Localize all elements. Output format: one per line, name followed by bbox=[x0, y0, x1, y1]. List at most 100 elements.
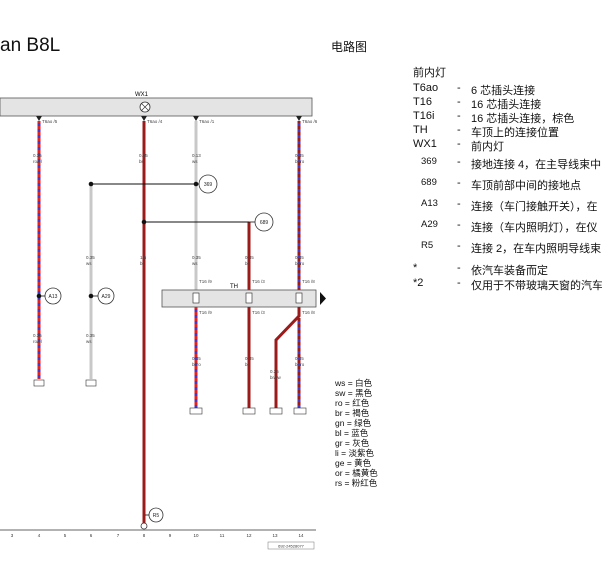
color-key-row: ge = 黄色 bbox=[335, 458, 372, 468]
pin-arrows bbox=[36, 116, 302, 121]
legend-row-star2: *2-仅用于不带玻璃天窗的汽车 bbox=[413, 277, 602, 292]
legend-row-369: 369-接地连接 4，在主导线束中 bbox=[421, 156, 602, 171]
legend-heading: 前内灯 bbox=[413, 67, 446, 79]
wire-color-label: br/ro bbox=[295, 159, 305, 164]
column-number: 8 bbox=[143, 533, 146, 538]
wire-size-label: 0.35 bbox=[295, 356, 304, 361]
page-title: an B8L bbox=[0, 35, 61, 56]
wire-col8 bbox=[142, 121, 146, 523]
junction-dot bbox=[88, 181, 94, 187]
color-key-row: gn = 绿色 bbox=[335, 418, 372, 428]
pin-label: T6ao /6 bbox=[302, 119, 318, 124]
pin-label: T16 /3 bbox=[252, 310, 265, 315]
junction-dot bbox=[141, 219, 147, 225]
lamp-cross-icon bbox=[141, 103, 149, 111]
wire-size-label: 0.35 bbox=[245, 356, 254, 361]
lower-wire-col14 bbox=[297, 318, 301, 408]
wire-color-label: ro/bl bbox=[33, 159, 42, 164]
wire-size-label: 0.35 bbox=[245, 255, 254, 260]
ref-label-a13: A13 bbox=[49, 294, 58, 300]
legend-row-T6ao: T6ao-6 芯插头连接 bbox=[413, 82, 536, 97]
ref-number: 692-24528077 bbox=[278, 544, 305, 549]
pin-label: T16 /3 bbox=[252, 279, 265, 284]
wire-size-label: 0.35 bbox=[192, 356, 201, 361]
ref-label-a29: A29 bbox=[102, 294, 111, 300]
color-key-row: ws = 白色 bbox=[335, 378, 373, 388]
column-number: 5 bbox=[64, 533, 67, 538]
column-number: 12 bbox=[246, 533, 252, 538]
wire-color-label: br bbox=[140, 261, 145, 266]
wire-col4 bbox=[37, 121, 41, 379]
wire-size-label: 1.5 bbox=[140, 255, 147, 260]
column-number: 10 bbox=[193, 533, 199, 538]
legend-row-A13: A13-连接（车门接触开关），在 bbox=[421, 198, 598, 213]
color-key-row: bl = 蓝色 bbox=[335, 428, 369, 438]
ref-circle-689 bbox=[254, 212, 274, 232]
column-number: 4 bbox=[38, 533, 41, 538]
th-pins bbox=[192, 292, 303, 304]
pin-label: T6ao /4 bbox=[147, 119, 163, 124]
wire-size-label: 0.13 bbox=[192, 153, 201, 158]
wire-size-label: 0.35 bbox=[295, 153, 304, 158]
legend-row-TH: TH-车顶上的连接位置 bbox=[413, 124, 559, 139]
wire-color-label: br bbox=[245, 261, 250, 266]
wire-col14 bbox=[297, 121, 301, 290]
wx1-component-box bbox=[0, 97, 313, 117]
wx1-label: WX1 bbox=[135, 92, 149, 98]
wire-color-label: br/sw bbox=[270, 375, 282, 380]
junction-dot bbox=[36, 293, 42, 299]
legend-row-T16i: T16i-16 芯插头连接，棕色 bbox=[413, 110, 575, 125]
wire-color-label: bl/ro bbox=[192, 362, 201, 367]
wire-color-label: br/ro bbox=[295, 362, 305, 367]
color-key-row: gr = 灰色 bbox=[335, 438, 370, 448]
column-number: 3 bbox=[11, 533, 14, 538]
pin-label: T16 /8 bbox=[302, 279, 315, 284]
wire-color-label: ws bbox=[86, 339, 92, 344]
color-key-row: sw = 黑色 bbox=[335, 388, 373, 398]
wire-size-label: 0.35 bbox=[270, 369, 279, 374]
pin-label: T16 /9 bbox=[199, 310, 212, 315]
ref-number-box bbox=[267, 541, 315, 550]
th-label: TH bbox=[230, 284, 238, 290]
legend-row-A29: A29-连接（车内照明灯），在仪 bbox=[421, 219, 598, 234]
lower-wire-col13 bbox=[274, 307, 301, 408]
column-number: 6 bbox=[90, 533, 93, 538]
wire-color-label: ro/bl bbox=[33, 339, 42, 344]
legend: 前内灯 T6ao-6 芯插头连接 T16-16 芯插头连接 T16i-16 芯插… bbox=[413, 64, 602, 302]
terminal-boxes bbox=[33, 379, 307, 415]
wire-size-label: 0.35 bbox=[139, 153, 148, 158]
legend-row-WX1: WX1-前内灯 bbox=[413, 138, 504, 153]
wire-color-label: ws bbox=[192, 261, 198, 266]
wire-color-label: br/ro bbox=[295, 261, 305, 266]
legend-row-689: 689-车顶前部中间的接地点 bbox=[421, 177, 581, 192]
wire-color-label: ws bbox=[86, 261, 92, 266]
wire-size-label: 0.35 bbox=[295, 255, 304, 260]
continuation-arrow-icon bbox=[320, 292, 326, 305]
color-key-row: li = 淡紫色 bbox=[335, 448, 374, 458]
wire-color-label: ws bbox=[192, 159, 198, 164]
wire-size-label: 0.35 bbox=[86, 255, 95, 260]
pin-label: T16 /8 bbox=[302, 310, 315, 315]
ref-label-r5: R5 bbox=[153, 513, 160, 519]
junction-dot bbox=[88, 293, 94, 299]
column-number: 9 bbox=[169, 533, 172, 538]
legend-row-R5: R5-连接 2，在车内照明导线束 bbox=[421, 240, 602, 255]
color-key-row: br = 褐色 bbox=[335, 408, 370, 418]
ground-terminal bbox=[140, 522, 148, 530]
pin-label: T6ao /1 bbox=[199, 119, 215, 124]
wire-size-label: 0.35 bbox=[33, 153, 42, 158]
color-key-row: ro = 红色 bbox=[335, 398, 370, 408]
wire-size-label: 0.35 bbox=[192, 255, 201, 260]
column-number: 7 bbox=[117, 533, 120, 538]
wire-size-label: 0.35 bbox=[86, 333, 95, 338]
wire-color-label: br bbox=[245, 362, 250, 367]
color-key-row: or = 橘黄色 bbox=[335, 468, 378, 478]
section-title: 电路图 bbox=[331, 40, 368, 54]
legend-row-T16: T16-16 芯插头连接 bbox=[413, 96, 542, 111]
legend-row-star: *-依汽车装备而定 bbox=[413, 262, 548, 277]
column-number: 11 bbox=[220, 533, 225, 538]
wire-color-label: br bbox=[139, 159, 144, 164]
column-number: 14 bbox=[298, 533, 304, 538]
ref-label-689: 689 bbox=[260, 220, 269, 226]
pin-label: T16 /9 bbox=[199, 279, 212, 284]
